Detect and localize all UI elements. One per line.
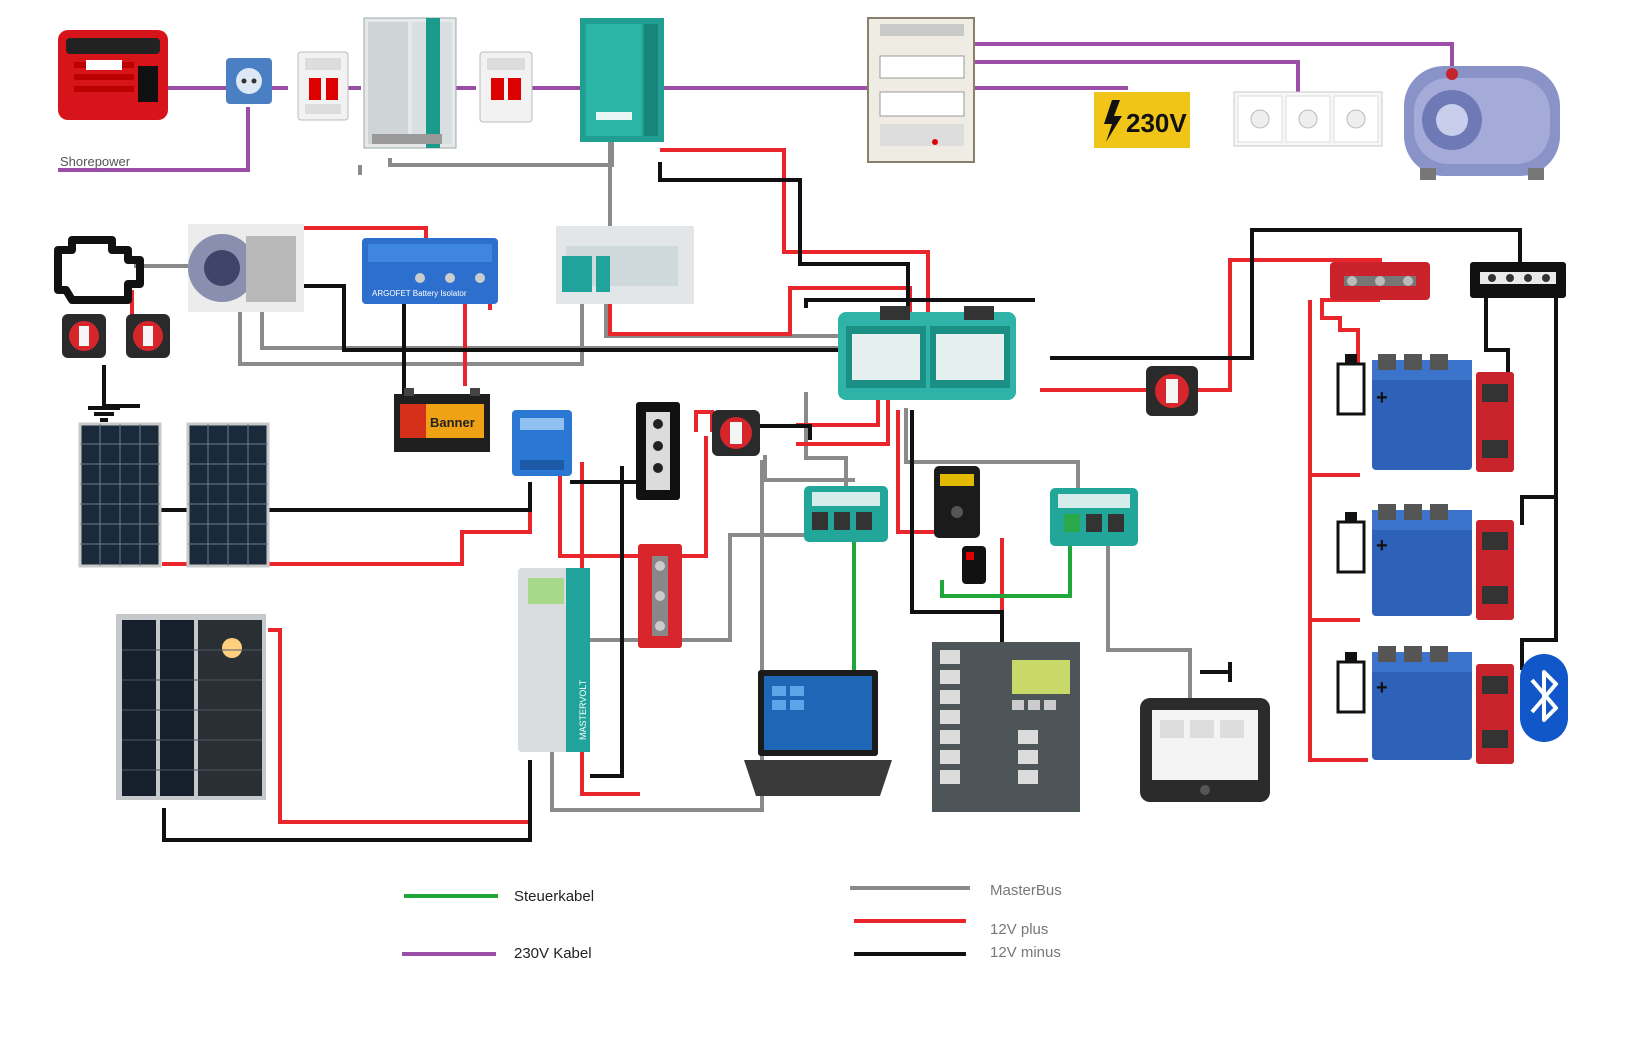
busbar-icon (1470, 262, 1566, 298)
shore-socket-icon (226, 58, 272, 104)
engine-icon (54, 236, 144, 304)
wires-12v-minus (88, 162, 1558, 842)
switch-panel-icon (932, 642, 1080, 812)
laptop-icon (744, 670, 892, 796)
inverter-charger-icon (580, 18, 664, 142)
svg-text:+: + (1376, 535, 1388, 557)
dc-dc-converter-icon (556, 226, 694, 304)
breaker-icon (479, 51, 533, 123)
solar-panel-icon (116, 614, 266, 800)
battery-switch-icon (126, 314, 170, 358)
solar-charger-icon: MASTERVOLT (518, 568, 590, 752)
solar-panel-icon (78, 422, 162, 568)
bms-icon (1476, 664, 1514, 764)
mppt-controller-icon (512, 410, 572, 476)
shorepower-label: Shorepower (60, 154, 131, 169)
wall-socket-icon (1233, 91, 1383, 147)
battery-switch-icon (62, 314, 106, 358)
water-heater-icon (1404, 66, 1560, 180)
svg-text:+: + (1376, 677, 1388, 699)
fuse-icon (1336, 652, 1366, 714)
starter-battery-icon: Banner (394, 388, 490, 452)
lithium-battery-icon: + (1372, 504, 1472, 616)
legend-label-12v-plus: 12V plus (990, 921, 1048, 938)
busbar-icon (636, 402, 680, 500)
breaker-icon (297, 51, 349, 121)
lithium-battery-icon: + (1372, 354, 1472, 470)
ground-icon (102, 366, 106, 406)
isolation-transformer-icon (363, 17, 457, 149)
distribution-panel-icon (867, 17, 975, 163)
bms-icon (1476, 520, 1514, 620)
wires-230v (58, 42, 1454, 172)
masterbus-hub-icon (804, 486, 888, 542)
busbar-icon (1330, 262, 1430, 300)
voltage-sign-text: 230V (1126, 108, 1187, 138)
legend: Steuerkabel 230V Kabel MasterBus 12V plu… (402, 882, 1062, 962)
legend-label-12v-minus: 12V minus (990, 944, 1061, 961)
isolator-name-label: ARGOFET Battery Isolator (372, 289, 467, 298)
legend-label-steuerkabel: Steuerkabel (514, 888, 594, 905)
alternator-icon (188, 224, 304, 312)
legend-label-masterbus: MasterBus (990, 882, 1062, 899)
touch-display-icon (1140, 698, 1270, 802)
generator-icon (58, 30, 168, 120)
battery-isolator-icon: ARGOFET Battery Isolator (362, 238, 498, 304)
masterbus-hub-icon (838, 306, 1016, 400)
bms-icon (1476, 372, 1514, 472)
svg-text:+: + (1376, 387, 1388, 409)
busbar-icon (638, 544, 682, 648)
voltage-sign-icon: 230V (1094, 92, 1190, 148)
fuse-icon (1336, 354, 1366, 416)
battery-switch-icon (1146, 366, 1198, 416)
wires-steuerkabel (852, 535, 1072, 680)
battery-brand-label: Banner (430, 415, 475, 430)
bluetooth-icon (1520, 654, 1568, 742)
lithium-battery-icon: + (1372, 646, 1472, 760)
fuse-icon (1336, 512, 1366, 574)
solar-panel-icon (186, 422, 270, 568)
legend-label-230v: 230V Kabel (514, 945, 592, 962)
battery-switch-icon (712, 410, 760, 456)
charger-brand-label: MASTERVOLT (578, 679, 588, 740)
relay-icon (934, 466, 986, 584)
masterbus-hub-icon (1050, 488, 1138, 546)
